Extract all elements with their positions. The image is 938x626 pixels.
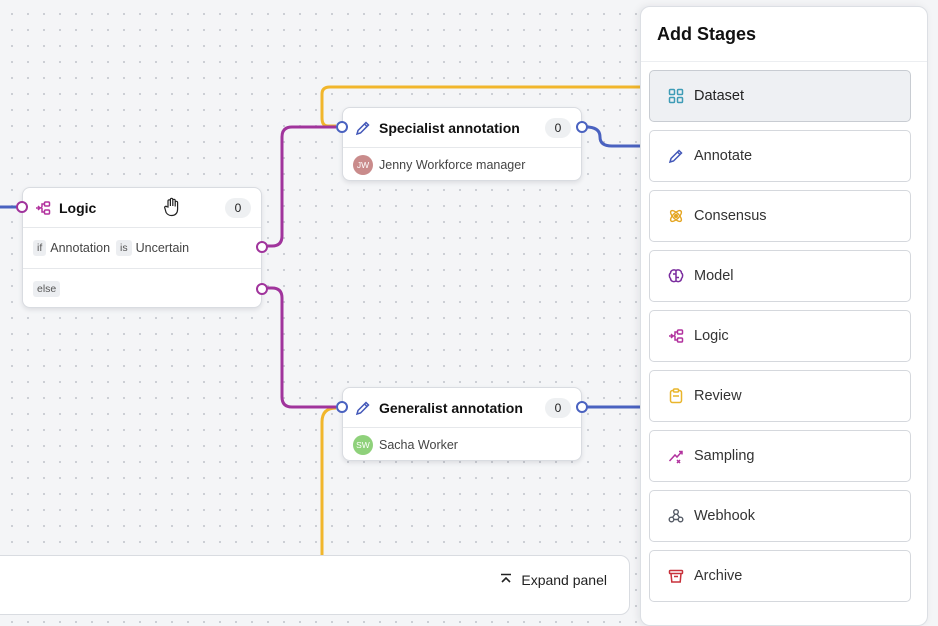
pencil-icon <box>355 400 371 416</box>
logic-if-output-port[interactable] <box>256 241 268 253</box>
condition-value: Uncertain <box>135 241 190 255</box>
stage-label: Annotate <box>694 148 753 164</box>
generalist-node-header[interactable]: Generalist annotation 0 <box>343 388 581 428</box>
add-stages-panel: Add Stages Dataset Annotate <box>640 6 928 626</box>
avatar: SW <box>353 434 373 455</box>
pencil-icon <box>668 148 684 164</box>
stage-label: Sampling <box>694 448 755 464</box>
specialist-node-title: Specialist annotation <box>379 119 520 136</box>
edge-magenta-top <box>264 125 336 248</box>
atom-icon <box>668 208 684 224</box>
logic-icon <box>35 200 51 216</box>
specialist-annotation-node[interactable]: Specialist annotation 0 JW Jenny Workfor… <box>342 107 582 181</box>
stage-label: Review <box>694 388 742 404</box>
archive-icon <box>668 568 684 584</box>
edge-magenta-bottom <box>264 286 336 409</box>
is-chip: is <box>116 240 132 256</box>
stage-label: Archive <box>694 568 743 584</box>
specialist-output-port[interactable] <box>576 121 588 133</box>
logic-condition-row: if Annotation is Uncertain <box>23 228 261 268</box>
stage-item-annotate[interactable]: Annotate <box>649 130 911 182</box>
specialist-input-port[interactable] <box>336 121 348 133</box>
logic-node[interactable]: Logic 0 if Annotation is Uncertain else <box>22 187 262 308</box>
stage-label: Dataset <box>694 88 744 104</box>
generalist-annotation-node[interactable]: Generalist annotation 0 SW Sacha Worker <box>342 387 582 461</box>
panel-title: Add Stages <box>641 7 927 62</box>
sampling-icon <box>668 448 684 464</box>
logic-else-output-port[interactable] <box>256 283 268 295</box>
generalist-node-title: Generalist annotation <box>379 399 523 416</box>
stage-label: Logic <box>694 328 729 344</box>
stage-item-webhook[interactable]: Webhook <box>649 490 911 542</box>
expand-panel-button[interactable]: Expand panel <box>499 572 607 588</box>
stage-item-model[interactable]: Model <box>649 250 911 302</box>
generalist-input-port[interactable] <box>336 401 348 413</box>
brain-icon <box>668 268 684 284</box>
stage-item-dataset[interactable]: Dataset <box>649 70 911 122</box>
generalist-assignee-row: SW Sacha Worker <box>343 428 581 461</box>
logic-node-title: Logic <box>59 199 97 216</box>
generalist-output-port[interactable] <box>576 401 588 413</box>
bottom-panel: Expand panel <box>0 555 630 615</box>
stage-label: Model <box>694 268 734 284</box>
logic-icon <box>668 328 684 344</box>
condition-field: Annotation <box>50 241 111 255</box>
else-chip: else <box>33 280 61 297</box>
specialist-node-header[interactable]: Specialist annotation 0 <box>343 108 581 148</box>
assignee-name: Jenny Workforce manager <box>379 157 526 172</box>
grid-icon <box>668 88 684 104</box>
specialist-node-count: 0 <box>545 117 571 138</box>
expand-panel-label: Expand panel <box>521 572 607 588</box>
stage-item-review[interactable]: Review <box>649 370 911 422</box>
clipboard-icon <box>668 388 684 404</box>
hand-cursor-icon <box>163 197 181 222</box>
logic-input-port[interactable] <box>16 201 28 213</box>
webhook-icon <box>668 508 684 524</box>
stage-label: Webhook <box>694 508 755 524</box>
edge-yellow-bottom <box>320 406 337 560</box>
specialist-assignee-row: JW Jenny Workforce manager <box>343 148 581 181</box>
logic-else-row: else <box>23 268 261 308</box>
stage-label: Consensus <box>694 208 767 224</box>
if-chip: if <box>33 240 47 256</box>
stage-list: Dataset Annotate Consensus <box>649 70 911 610</box>
avatar: JW <box>353 154 373 175</box>
stage-item-sampling[interactable]: Sampling <box>649 430 911 482</box>
assignee-name: Sacha Worker <box>379 437 458 452</box>
stage-item-archive[interactable]: Archive <box>649 550 911 602</box>
stage-item-consensus[interactable]: Consensus <box>649 190 911 242</box>
stage-item-logic[interactable]: Logic <box>649 310 911 362</box>
chevron-up-icon <box>499 572 515 588</box>
pencil-icon <box>355 120 371 136</box>
logic-node-count: 0 <box>225 197 251 218</box>
generalist-node-count: 0 <box>545 397 571 418</box>
logic-node-header[interactable]: Logic 0 <box>23 188 261 228</box>
